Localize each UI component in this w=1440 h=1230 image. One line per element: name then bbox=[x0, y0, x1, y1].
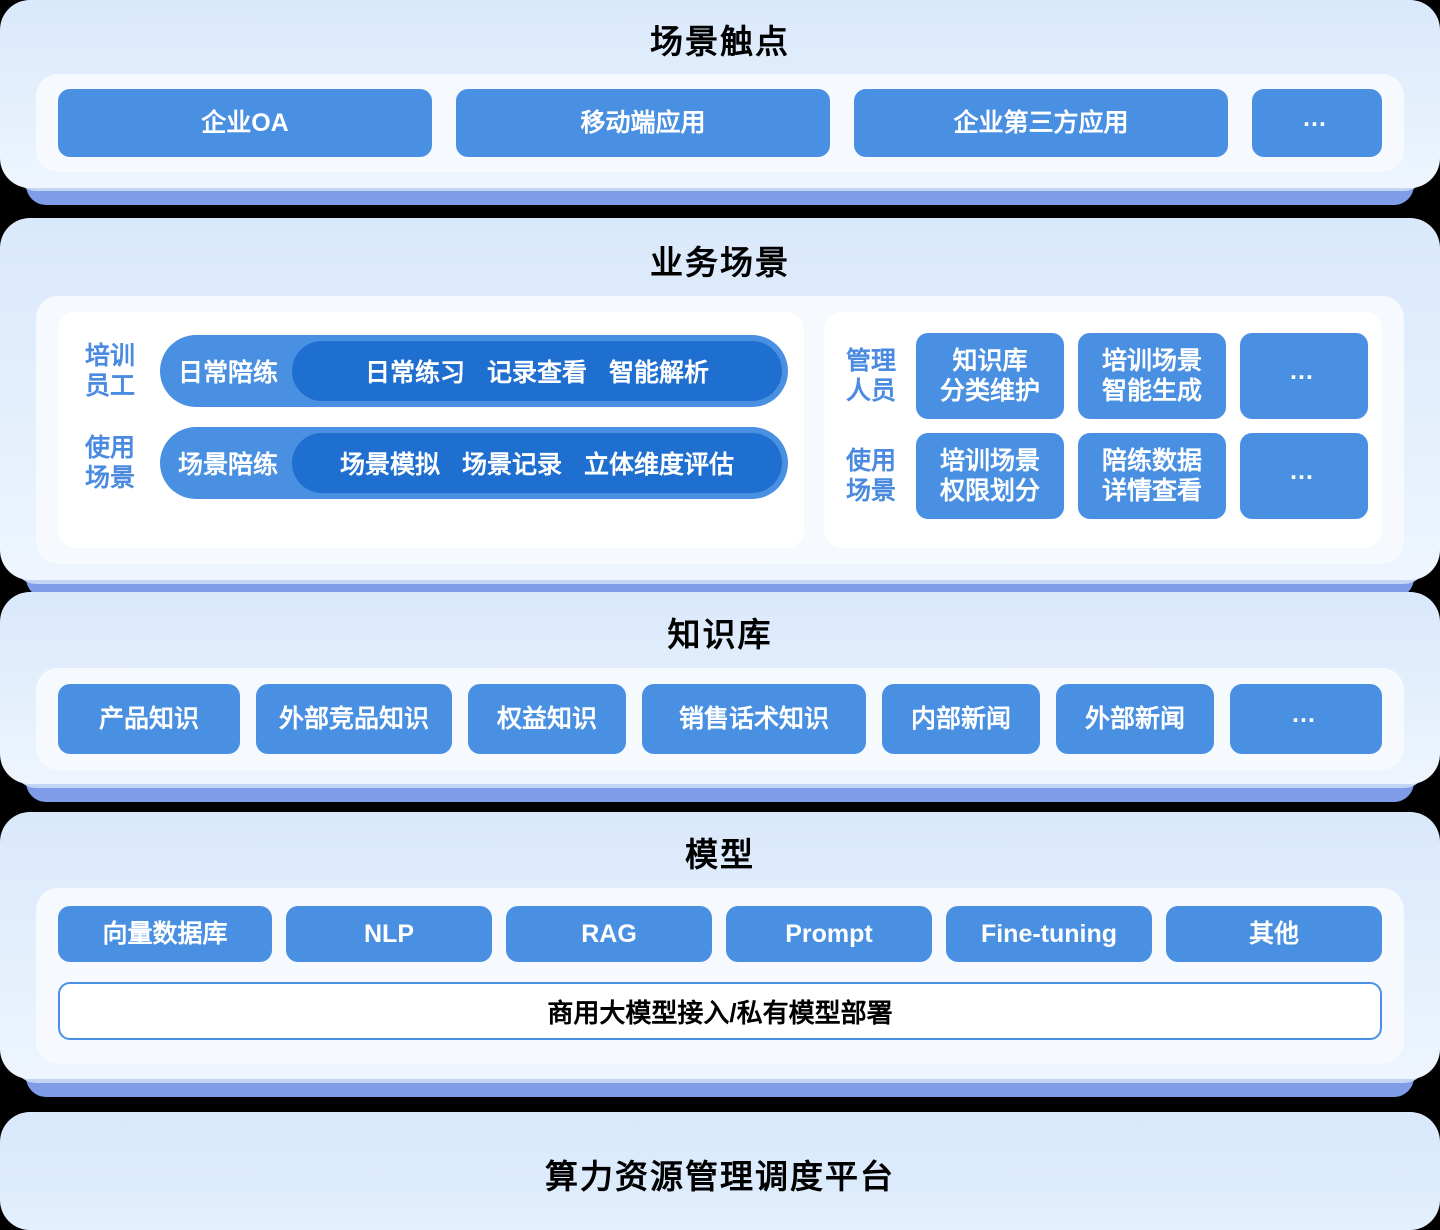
pill-enterprise-oa[interactable]: 企业OA bbox=[58, 89, 432, 157]
pill-kb-category-maintenance[interactable]: 知识库 分类维护 bbox=[916, 333, 1064, 419]
group-label-training-staff: 培训 员工 bbox=[84, 341, 135, 401]
pill-rag[interactable]: RAG bbox=[506, 906, 712, 962]
panel-title-scene-touchpoints: 场景触点 bbox=[650, 23, 790, 60]
pill-row-scene-touchpoints: 企业OA 移动端应用 企业第三方应用 … bbox=[58, 89, 1382, 157]
inner-pill-daily-coaching-items: 日常练习 记录查看 智能解析 bbox=[292, 341, 782, 401]
pill-vector-database[interactable]: 向量数据库 bbox=[58, 906, 272, 962]
pill-scenario-coaching-label: 场景陪练 bbox=[178, 451, 279, 479]
group-row-usage-scenario-left: 使用 场景 场景陪练 场景模拟 场景记录 立体维度评估 bbox=[58, 422, 804, 504]
pill-mobile-app[interactable]: 移动端应用 bbox=[456, 89, 830, 157]
group-label-usage-scenario-right: 使用 场景 bbox=[845, 446, 896, 506]
admin-staff-cells: 知识库 分类维护 培训场景 智能生成 … bbox=[916, 333, 1368, 419]
card-left-group: 培训 员工 日常陪练 日常练习 记录查看 智能解析 bbox=[58, 312, 804, 548]
card-knowledge-base: 产品知识 外部竞品知识 权益知识 销售话术知识 内部新闻 外部新闻 … bbox=[36, 668, 1404, 770]
inner-pill-scenario-coaching-items: 场景模拟 场景记录 立体维度评估 bbox=[292, 433, 782, 493]
pill-fine-tuning[interactable]: Fine-tuning bbox=[946, 906, 1152, 962]
panel-scene-touchpoints: 场景触点 企业OA 移动端应用 企业第三方应用 … bbox=[0, 0, 1440, 188]
pill-row-knowledge-base: 产品知识 外部竞品知识 权益知识 销售话术知识 内部新闻 外部新闻 … bbox=[58, 684, 1382, 754]
pill-daily-coaching[interactable]: 日常陪练 日常练习 记录查看 智能解析 bbox=[160, 335, 788, 407]
panel-knowledge-base: 知识库 产品知识 外部竞品知识 权益知识 销售话术知识 内部新闻 外部新闻 … bbox=[0, 592, 1440, 784]
pill-more-touchpoints[interactable]: … bbox=[1252, 89, 1382, 157]
pill-sales-script-knowledge[interactable]: 销售话术知识 bbox=[642, 684, 866, 754]
pill-more-admin[interactable]: … bbox=[1240, 333, 1368, 419]
pill-other[interactable]: 其他 bbox=[1166, 906, 1382, 962]
pill-more-usage[interactable]: … bbox=[1240, 433, 1368, 519]
group-label-usage-scenario-left: 使用 场景 bbox=[84, 433, 135, 493]
pill-product-knowledge[interactable]: 产品知识 bbox=[58, 684, 240, 754]
layer-model: 模型 向量数据库 NLP RAG Prompt Fine-tuning 其他 商… bbox=[0, 812, 1440, 1097]
pill-external-news[interactable]: 外部新闻 bbox=[1056, 684, 1214, 754]
business-right-group: 管理 人员 知识库 分类维护 培训场景 智能生成 … 使用 场景 bbox=[824, 312, 1382, 548]
pill-more-knowledge[interactable]: … bbox=[1230, 684, 1382, 754]
panel-title-model: 模型 bbox=[685, 836, 755, 873]
item-daily-practice[interactable]: 日常练习 bbox=[364, 359, 465, 387]
card-scene-touchpoints: 企业OA 移动端应用 企业第三方应用 … bbox=[36, 74, 1404, 172]
pill-daily-coaching-label: 日常陪练 bbox=[178, 359, 279, 387]
pill-scenario-coaching[interactable]: 场景陪练 场景模拟 场景记录 立体维度评估 bbox=[160, 427, 788, 499]
panel-compute-platform: 算力资源管理调度平台 bbox=[0, 1112, 1440, 1230]
item-smart-analysis[interactable]: 智能解析 bbox=[609, 359, 710, 387]
card-model: 向量数据库 NLP RAG Prompt Fine-tuning 其他 商用大模… bbox=[36, 888, 1404, 1064]
group-row-training-staff: 培训 员工 日常陪练 日常练习 记录查看 智能解析 bbox=[58, 330, 804, 412]
pill-row-model: 向量数据库 NLP RAG Prompt Fine-tuning 其他 bbox=[58, 906, 1382, 962]
item-scenario-record[interactable]: 场景记录 bbox=[462, 451, 563, 479]
panel-title-business-scenarios: 业务场景 bbox=[650, 244, 790, 281]
item-scenario-simulation[interactable]: 场景模拟 bbox=[339, 451, 440, 479]
usage-scenario-cells: 培训场景 权限划分 陪练数据 详情查看 … bbox=[916, 433, 1368, 519]
business-scenario-columns: 培训 员工 日常陪练 日常练习 记录查看 智能解析 bbox=[58, 312, 1382, 548]
group-row-usage-scenario-right: 使用 场景 培训场景 权限划分 陪练数据 详情查看 … bbox=[824, 430, 1382, 522]
pill-competitor-knowledge[interactable]: 外部竞品知识 bbox=[256, 684, 452, 754]
pill-coaching-data-detail[interactable]: 陪练数据 详情查看 bbox=[1078, 433, 1226, 519]
pill-training-scenario-generation[interactable]: 培训场景 智能生成 bbox=[1078, 333, 1226, 419]
pill-training-scenario-permission[interactable]: 培训场景 权限划分 bbox=[916, 433, 1064, 519]
business-left-group: 培训 员工 日常陪练 日常练习 记录查看 智能解析 bbox=[58, 312, 804, 548]
card-right-group: 管理 人员 知识库 分类维护 培训场景 智能生成 … 使用 场景 bbox=[824, 312, 1382, 548]
card-business-scenarios: 培训 员工 日常陪练 日常练习 记录查看 智能解析 bbox=[36, 296, 1404, 564]
layer-scene-touchpoints: 场景触点 企业OA 移动端应用 企业第三方应用 … bbox=[0, 0, 1440, 205]
model-deployment-box[interactable]: 商用大模型接入/私有模型部署 bbox=[58, 982, 1382, 1040]
panel-title-knowledge-base: 知识库 bbox=[667, 616, 773, 653]
group-row-admin-staff: 管理 人员 知识库 分类维护 培训场景 智能生成 … bbox=[824, 330, 1382, 422]
layer-business-scenarios: 业务场景 培训 员工 日常陪练 日常练习 记 bbox=[0, 218, 1440, 598]
panel-business-scenarios: 业务场景 培训 员工 日常陪练 日常练习 记 bbox=[0, 218, 1440, 580]
pill-prompt[interactable]: Prompt bbox=[726, 906, 932, 962]
pill-internal-news[interactable]: 内部新闻 bbox=[882, 684, 1040, 754]
item-multidimensional-evaluation[interactable]: 立体维度评估 bbox=[584, 451, 735, 479]
panel-title-compute-platform: 算力资源管理调度平台 bbox=[545, 1158, 895, 1195]
layer-compute-platform: 算力资源管理调度平台 bbox=[0, 1112, 1440, 1230]
item-record-view[interactable]: 记录查看 bbox=[487, 359, 588, 387]
pill-third-party-app[interactable]: 企业第三方应用 bbox=[854, 89, 1228, 157]
panel-model: 模型 向量数据库 NLP RAG Prompt Fine-tuning 其他 商… bbox=[0, 812, 1440, 1079]
group-label-admin-staff: 管理 人员 bbox=[845, 346, 896, 406]
pill-nlp[interactable]: NLP bbox=[286, 906, 492, 962]
layer-knowledge-base: 知识库 产品知识 外部竞品知识 权益知识 销售话术知识 内部新闻 外部新闻 … bbox=[0, 592, 1440, 802]
pill-benefits-knowledge[interactable]: 权益知识 bbox=[468, 684, 626, 754]
